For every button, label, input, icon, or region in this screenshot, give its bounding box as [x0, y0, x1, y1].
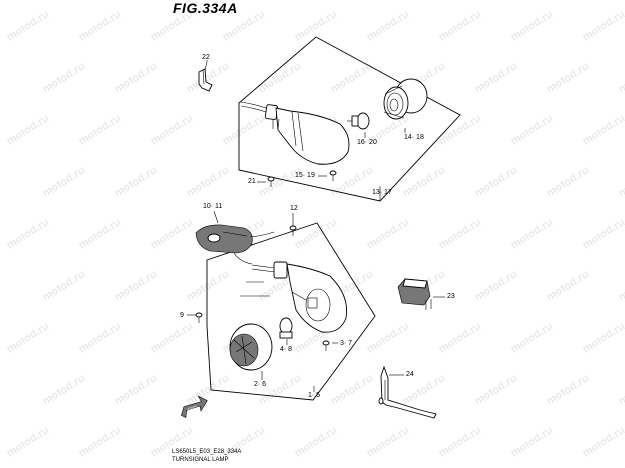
label-23: 23: [447, 293, 455, 300]
label-14-18: 14· 18: [404, 134, 424, 141]
figure-title: FIG.334A: [173, 0, 238, 16]
upper-bulb-part-16-20: [347, 112, 370, 130]
label-9: 9: [180, 312, 184, 319]
label-21: 21: [248, 178, 256, 185]
label-15-19: 15· 19: [295, 172, 315, 179]
screw-part-12: [289, 225, 297, 236]
footer-code: LS650L5_E03_E28_334A: [172, 449, 242, 455]
lower-lens-part-2-6: [229, 323, 273, 371]
footer-name: TURNSIGNAL LAMP: [172, 457, 229, 463]
bracket-part-24: [378, 365, 437, 419]
label-1-5: 1· 5: [308, 392, 321, 399]
upper-lens-part-14-18: [383, 78, 428, 120]
forward-arrow-icon: FWD: [181, 395, 208, 419]
label-16-20: 16· 20: [357, 139, 377, 146]
lower-bulb-part-4-8: [279, 317, 293, 339]
label-3-7: 3· 7: [340, 340, 353, 347]
label-4-8: 4· 8: [280, 346, 293, 353]
relay-part-23: [397, 278, 445, 310]
screw-part-21: [267, 176, 275, 187]
label-22: 22: [202, 54, 210, 61]
upper-leader-lines: [206, 60, 406, 201]
screw-part-15-19: [329, 170, 337, 181]
upper-lamp-housing: [240, 101, 350, 165]
label-13-17: 13· 17: [372, 189, 392, 196]
lower-lamp-housing: [251, 261, 348, 333]
label-2-6: 2· 6: [254, 381, 267, 388]
bracket-part-22: [198, 61, 213, 92]
lower-leader-lines: [187, 210, 338, 392]
screw-part-9: [195, 312, 203, 323]
upper-assembly-outline: [238, 36, 461, 202]
label-10-11: 10· 11: [203, 203, 223, 210]
mount-part-10-11: [195, 224, 275, 265]
fwd-text: FWD: [187, 404, 199, 412]
lower-assembly-outline: [206, 222, 376, 401]
screw-part-3-7: [322, 340, 330, 351]
label-12: 12: [290, 205, 298, 212]
label-24: 24: [406, 371, 414, 378]
